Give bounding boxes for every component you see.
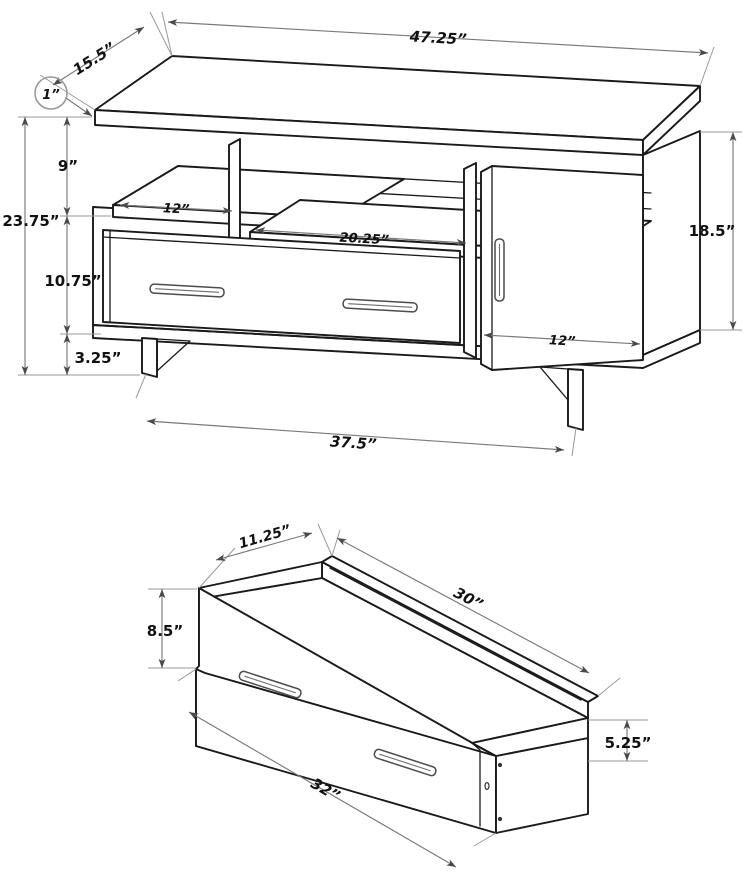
screw-hole-side [484, 781, 490, 790]
dim-side-height: 18.5” [689, 131, 742, 331]
shelf-divider [228, 138, 241, 248]
drawer-front-top-reveal [102, 236, 461, 259]
dim-drawer-side: 5.25” [588, 719, 652, 762]
screw-hole-bottom [497, 816, 503, 822]
drawer-handle-left[interactable] [149, 283, 225, 298]
dim-width-top: 47.25” [161, 11, 715, 87]
dim-drawer-face-label: 8.5” [147, 622, 183, 640]
leg-front-right [539, 366, 584, 431]
dim-depth-top-label: 15.5” [70, 38, 119, 78]
dim-cabinet-width-label: 12” [549, 333, 576, 349]
dim-side-height-label: 18.5” [689, 222, 736, 240]
dim-drawer-side-label: 5.25” [605, 734, 652, 752]
drawer-right-inner-edge [471, 742, 481, 827]
dim-drawer-face: 8.5” [147, 588, 197, 669]
right-side-panel [642, 130, 701, 356]
dim-leg-height-label: 3.25” [75, 349, 122, 367]
drawer-detail-handle-upper[interactable] [238, 670, 302, 699]
dim-cabinet-width: 12” [483, 332, 641, 350]
screw-hole-top [497, 762, 503, 768]
leg-front-left [141, 337, 191, 378]
drawer-right-end-top [471, 717, 589, 757]
dim-center-shelf-width-label: 20.25” [339, 231, 389, 249]
top-panel-right-edge [642, 85, 701, 156]
dim-drawer-height: 10.75” [44, 215, 111, 335]
dim-drawer-height-label: 10.75” [44, 272, 101, 290]
dim-base-width-label: 37.5” [329, 432, 377, 453]
cabinet-body [92, 55, 701, 431]
dim-base-width: 37.5” [135, 373, 577, 457]
figure-tv-stand: 15.5” 1” 47.25” 23.75” 9” [2, 11, 742, 457]
cabinet-door-handle[interactable] [494, 238, 505, 302]
dim-edge-thickness-label: 1” [42, 88, 59, 103]
dim-drawer-depth-label: 11.25” [237, 522, 293, 552]
dim-left-shelf-width-label: 12” [163, 201, 190, 217]
dim-center-shelf-width: 20.25” [255, 227, 467, 249]
dim-drawer-inner-label: 30” [451, 583, 487, 613]
cabinet-partition [463, 162, 477, 359]
dim-open-shelf-height: 9” [58, 116, 111, 217]
dim-width-top-label: 47.25” [408, 27, 467, 48]
figure-drawer-box: 11.25” 30” 8.5” 5.25” 32” [147, 522, 652, 868]
dim-left-shelf-width: 12” [119, 201, 233, 218]
dim-edge-thickness: 1” [34, 76, 93, 117]
dim-leg-height: 3.25” [60, 333, 140, 376]
dim-open-shelf-height-label: 9” [58, 157, 78, 175]
dim-overall-height-label: 23.75” [2, 212, 59, 230]
drawer-handle-right[interactable] [342, 298, 418, 313]
